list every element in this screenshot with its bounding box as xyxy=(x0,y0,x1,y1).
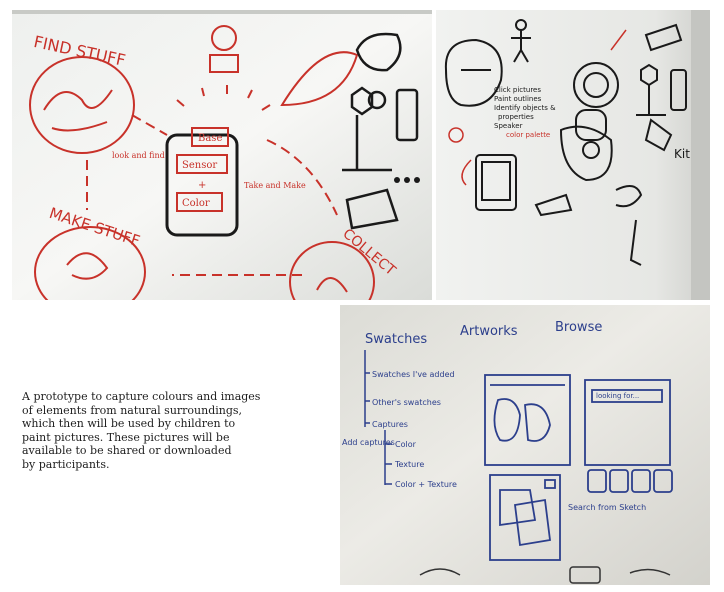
artworks-heading: Artworks xyxy=(460,324,518,339)
svg-text:properties: properties xyxy=(498,113,534,121)
svg-text:Click pictures: Click pictures xyxy=(494,86,541,94)
swatches-heading: Swatches xyxy=(365,332,427,347)
sensor-label: Sensor xyxy=(182,160,217,171)
feature-notes: Click pictures Paint outlines Identify o… xyxy=(494,86,556,139)
device-drawings xyxy=(444,19,687,266)
svg-text:Paint outlines: Paint outlines xyxy=(494,95,542,103)
svg-text:Identify objects &: Identify objects & xyxy=(494,104,556,112)
caption-line: of elements from natural surroundings, xyxy=(22,403,243,417)
bottom-doodles xyxy=(419,566,671,584)
svg-text:Color + Texture: Color + Texture xyxy=(395,480,457,489)
look-and-find-label: look and find xyxy=(112,151,165,160)
device-doodles xyxy=(342,32,419,230)
base-label: Base xyxy=(198,133,222,144)
collect-circle xyxy=(289,241,375,300)
caption-line: which then will be used by children to xyxy=(22,417,236,430)
looking-for-label: looking for... xyxy=(596,392,639,400)
caption-line: A prototype to capture colours and image… xyxy=(22,390,261,403)
svg-text:color palette: color palette xyxy=(506,131,550,139)
tree-lines xyxy=(364,350,392,485)
leaf-doodle xyxy=(280,51,359,107)
device-outline xyxy=(165,133,239,237)
caption-line: available to be shared or downloaded xyxy=(22,444,232,457)
device-sketch: Click pictures Paint outlines Identify o… xyxy=(436,10,710,300)
whiteboard-device-photo: Click pictures Paint outlines Identify o… xyxy=(436,10,710,300)
make-stuff-circle xyxy=(34,226,146,300)
plus-label: + xyxy=(198,180,206,191)
svg-text:Swatches I've added: Swatches I've added xyxy=(372,370,455,379)
find-stuff-circle xyxy=(29,56,135,154)
concept-sketch: FIND STUFF MAKE STUFF COLLECT Base Senso… xyxy=(12,10,432,300)
svg-text:Color: Color xyxy=(395,440,417,449)
wireframe-headings: Swatches Artworks Browse xyxy=(365,320,602,347)
caption-line: by participants. xyxy=(22,457,110,471)
svg-text:Add captures: Add captures xyxy=(342,438,395,447)
take-and-make-label: Take and Make xyxy=(244,181,306,190)
wireframe-sketch: Swatches Artworks Browse Swatches I've a… xyxy=(340,305,710,585)
caption-line: paint pictures. These pictures will be xyxy=(22,430,230,444)
red-marks xyxy=(448,29,627,186)
caption: A prototype to capture colours and image… xyxy=(22,390,292,471)
screen-mockups xyxy=(484,374,673,561)
color-label: Color xyxy=(182,198,210,209)
svg-text:Other's swatches: Other's swatches xyxy=(372,398,441,407)
svg-text:Speaker: Speaker xyxy=(494,122,523,130)
svg-text:Search from Sketch: Search from Sketch xyxy=(568,503,646,512)
whiteboard-concept-photo: FIND STUFF MAKE STUFF COLLECT Base Senso… xyxy=(12,10,432,300)
svg-text:Texture: Texture xyxy=(394,460,424,469)
light-rays xyxy=(176,85,271,111)
kit-label: Kit xyxy=(674,147,690,161)
flow-arrows xyxy=(86,114,338,276)
person-doodle xyxy=(209,25,239,73)
search-from-sketch-label: Search from Sketch xyxy=(568,503,646,512)
swatches-tree: Swatches I've added Other's swatches Cap… xyxy=(342,370,457,489)
browse-heading: Browse xyxy=(555,320,602,335)
svg-text:Captures: Captures xyxy=(372,420,408,429)
whiteboard-wireframe-photo: Swatches Artworks Browse Swatches I've a… xyxy=(340,305,710,585)
button-doodles xyxy=(394,177,420,183)
